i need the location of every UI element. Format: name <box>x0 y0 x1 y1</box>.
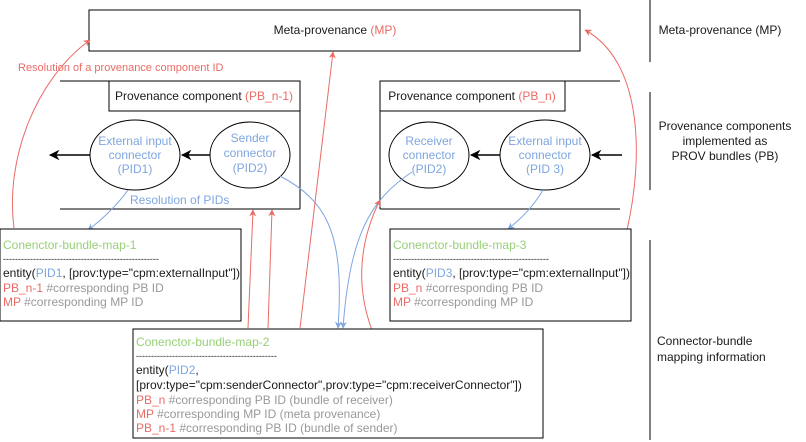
pc-right-rcv-line2: connector <box>403 148 456 162</box>
right-label-pc-3: PROV bundles (PB) <box>672 149 779 163</box>
map2-ref-pb-n-1: PB_n-1 #corresponding PB ID (bundle of s… <box>136 421 398 435</box>
receiver-connector-pid2 <box>388 121 470 189</box>
map1-separator: ----------------------------------------… <box>3 254 159 264</box>
connector-bundle-map-2: Conenctor-bundle-map-2 -----------------… <box>132 328 544 439</box>
map2-ref-mp: MP #corresponding MP ID (meta provenance… <box>136 407 380 421</box>
pc-left-ext-line3: (PID1) <box>118 162 153 176</box>
arrow-map2-to-meta <box>299 51 336 329</box>
pc-right-title: Provenance component (PB_n) <box>388 89 555 103</box>
resolution-component-label: Resolution of a provenance component ID <box>18 62 224 74</box>
connector-bundle-map-3: Conenctor-bundle-map-3 -----------------… <box>389 228 632 322</box>
arrow-map2-to-pc-right <box>361 199 381 331</box>
pc-left-snd-line1: Sender <box>231 131 270 145</box>
pc-left-snd-line2: connector <box>224 146 277 160</box>
map1-ref-mp: MP #corresponding MP ID <box>3 295 144 309</box>
meta-provenance-box <box>88 9 581 52</box>
pc-right-ext-line3: (PID 3) <box>526 162 564 176</box>
pc-right-rcv-line3: (PID2) <box>412 162 447 176</box>
right-label-cb-1: Connector-bundle <box>657 334 753 348</box>
right-label-cb-2: mapping information <box>657 350 766 364</box>
arrow-pid-resolution-left <box>87 189 129 231</box>
provenance-component-left: Provenance component (PB_n-1) External i… <box>60 80 301 210</box>
map2-entity-types: [prov:type="cpm:senderConnector",prov:ty… <box>136 378 522 392</box>
right-label-pc-2: implemented as <box>683 134 768 148</box>
right-label-meta: Meta-provenance (MP) <box>659 23 782 37</box>
pc-left-title-box <box>108 80 301 112</box>
resolution-pids-label: Resolution of PIDs <box>130 193 229 207</box>
map2-ref-pb-n: PB_n #corresponding PB ID (bundle of rec… <box>136 393 393 407</box>
arrow-pid-resolution-right <box>507 189 544 230</box>
map3-ref-pb: PB_n #corresponding PB ID <box>393 281 543 295</box>
map1-title: Conenctor-bundle-map-1 <box>3 238 137 252</box>
pc-left-title: Provenance component (PB_n-1) <box>115 89 293 103</box>
meta-provenance-label: Meta-provenance (MP) <box>274 23 397 37</box>
provenance-component-right: Provenance component (PB_n) Receiver con… <box>379 80 620 210</box>
pc-right-rcv-line1: Receiver <box>405 134 452 148</box>
arrow-receiver-to-map2 <box>339 171 413 329</box>
map3-ref-mp: MP #corresponding MP ID <box>393 295 534 309</box>
map1-ref-pb: PB_n-1 #corresponding PB ID <box>3 281 164 295</box>
map2-title: Conenctor-bundle-map-2 <box>136 335 270 349</box>
map2-separator: ----------------------------------------… <box>136 351 277 361</box>
map3-entity: entity(PID3, [prov:type="cpm:externalInp… <box>393 266 630 280</box>
connector-bundle-map-1: Conenctor-bundle-map-1 -----------------… <box>0 228 242 322</box>
map1-entity: entity(PID1, [prov:type="cpm:externalInp… <box>3 266 240 280</box>
pc-right-title-box <box>379 80 566 112</box>
arrow-sender-to-map2 <box>279 175 342 329</box>
map2-entity: entity(PID2, <box>136 363 199 377</box>
arrow-map2-to-pc-left-a <box>247 209 257 329</box>
pc-left-ext-line1: External input <box>98 134 172 148</box>
pc-left-ext-line2: connector <box>109 148 162 162</box>
arrow-map1-to-meta <box>11 39 91 229</box>
right-label-pc-1: Provenance components <box>659 119 792 133</box>
pc-left-snd-line3: (PID2) <box>233 161 268 175</box>
pc-right-ext-line1: External input <box>508 134 582 148</box>
map3-separator: ----------------------------------------… <box>393 254 549 264</box>
map3-title: Conenctor-bundle-map-3 <box>393 238 527 252</box>
arrow-map3-to-meta <box>584 29 637 231</box>
pc-right-ext-line2: connector <box>519 148 572 162</box>
arrow-map2-to-pc-left-b <box>267 209 276 329</box>
